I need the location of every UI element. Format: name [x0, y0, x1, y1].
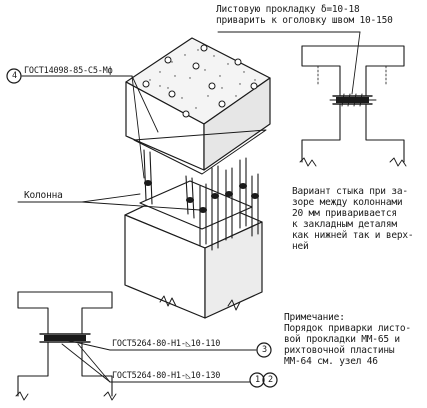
leader-lines — [17, 31, 361, 383]
bottom-detail-welds — [44, 335, 86, 341]
right-detail-ticks — [329, 93, 377, 107]
callout-3-number: 3 — [262, 345, 267, 355]
callout-4-label: ГОСТ14098-85-С5-Мф — [24, 66, 113, 76]
column-label: Колонна — [24, 190, 63, 201]
remark-line-2: вой прокладки ММ-65 и — [284, 334, 400, 345]
bottom-left-section-detail — [15, 291, 117, 401]
upper-column-head — [125, 37, 271, 171]
variant-note-line-1: Вариант стыка при за- — [292, 186, 408, 197]
callout-2-label: ГОСТ5264-80-Н1-◺10-130 — [112, 371, 221, 381]
right-detail-welds — [336, 97, 369, 103]
rod-welds — [144, 180, 259, 213]
break-line — [227, 299, 241, 311]
remark-title: Примечание: — [284, 312, 345, 323]
variant-note-line-2: зоре между колоннами — [292, 197, 403, 208]
top-note-line-2: приварить к оголовку швом 10-150 — [216, 15, 393, 26]
break-line — [159, 295, 177, 307]
remark-line-3: рихтовочной пластины — [284, 345, 395, 356]
callout-1-number: 1 — [255, 375, 260, 385]
callout-2-circle — [262, 372, 278, 388]
concrete-hatching — [149, 49, 256, 109]
remark-line-1: Порядок приварки листо- — [284, 323, 411, 334]
callout-4-number: 4 — [12, 71, 17, 81]
callout-1-circle — [249, 372, 265, 388]
callout-2-number: 2 — [268, 375, 273, 385]
variant-note-line-4: к закладным деталям — [292, 219, 397, 230]
right-section-detail — [299, 45, 407, 167]
variant-note-line-5: как нижней так и верх- — [292, 230, 414, 241]
connecting-rods — [143, 149, 259, 251]
remark-line-4: ММ-64 см. узел 46 — [284, 356, 378, 367]
callout-4-circle — [6, 68, 22, 84]
variant-note-line-3: 20 мм приваривается — [292, 208, 397, 219]
callout-3-label: ГОСТ5264-80-Н1-◺10-110 — [112, 339, 221, 349]
rebar-ends — [142, 44, 258, 118]
callout-3-circle — [256, 342, 272, 358]
variant-note-line-6: ней — [292, 241, 309, 252]
top-embedded-plate — [133, 129, 267, 175]
top-note-line-1: Листовую прокладку δ=10-18 — [216, 4, 360, 15]
